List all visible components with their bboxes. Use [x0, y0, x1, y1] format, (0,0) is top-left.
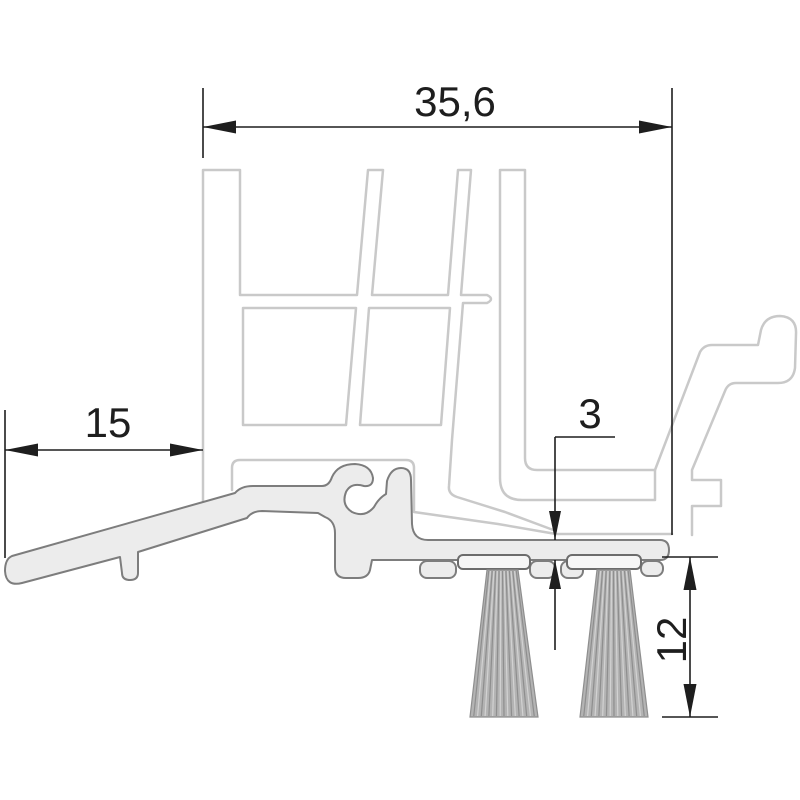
threshold-body: [4, 463, 670, 585]
brush-bristle: [503, 570, 509, 717]
dimension-label-width: 35,6: [414, 78, 496, 125]
brush-channel-2: [566, 554, 642, 570]
dimension-label-overhang: 15: [85, 399, 132, 446]
dimension-label-gap: 3: [578, 390, 601, 437]
brush-bristle: [512, 570, 528, 717]
brush-bristle: [507, 570, 516, 717]
channel-lip-2-right: [640, 560, 664, 577]
brush-bristle: [473, 570, 490, 717]
brush-bristle: [594, 570, 605, 717]
brush-bristle: [620, 570, 630, 717]
channel-lip-1-right: [529, 560, 556, 579]
brush-bristle: [484, 570, 495, 717]
brush-bristle: [505, 570, 513, 717]
brush-bristle: [510, 570, 524, 717]
brush-bristle: [602, 570, 609, 717]
dimension-overhang: 15: [4, 399, 203, 558]
frame-outer-wall: [201, 168, 558, 533]
brush-seal-2: [579, 569, 649, 718]
brush-bristle: [627, 570, 645, 717]
dimension-gap: 3: [549, 390, 615, 650]
frame-j-channel: [498, 168, 657, 502]
brush-bristle: [513, 570, 532, 717]
brush-bristle: [616, 570, 623, 717]
brush-bristle: [586, 570, 602, 717]
brush-bristle: [476, 570, 492, 717]
brush-bristle: [623, 570, 638, 717]
brush-bristle: [515, 570, 535, 717]
brush-bristle: [618, 570, 626, 717]
frame-chamber-left: [241, 306, 358, 427]
threshold-profile: [4, 463, 670, 585]
brush-bristle: [480, 570, 493, 717]
brush-seal-1: [469, 569, 539, 718]
brush-bristle: [508, 570, 520, 717]
frame-profile: [201, 168, 798, 537]
frame-chamber-middle: [358, 306, 452, 427]
channel-lip-1-left: [419, 560, 457, 579]
arrowhead-up: [683, 557, 697, 590]
brush-bristle: [612, 570, 615, 717]
brush-bristle: [625, 570, 642, 717]
arrowhead-down: [683, 684, 697, 717]
brush-bristle: [501, 570, 505, 717]
brush-bristle: [614, 570, 619, 717]
arrowhead-right: [639, 120, 672, 134]
brush-bristle: [583, 570, 600, 717]
arrowhead-left: [203, 120, 236, 134]
brush-bristle: [488, 570, 497, 717]
brush-channel-1: [457, 554, 531, 570]
arrowhead-up: [549, 560, 561, 589]
brush-bristle: [598, 570, 607, 717]
brush-bristle: [605, 570, 611, 717]
arrowhead-right: [170, 443, 203, 457]
brush-bristle: [492, 570, 498, 717]
brush-bristle: [499, 570, 502, 717]
brush-seal-2-bristles: [583, 570, 645, 717]
frame-lower-chamber: [230, 458, 558, 536]
dimension-brush-height: 12: [648, 556, 718, 718]
brush-bristle: [622, 570, 634, 717]
brush-bristle: [590, 570, 604, 717]
frame-weather-bar: [653, 314, 798, 537]
arrowhead-down: [549, 511, 561, 540]
dimension-width: 35,6: [202, 78, 673, 535]
dimension-label-brush-height: 12: [648, 617, 695, 664]
brush-seal-1-bristles: [473, 570, 535, 717]
brush-bristle: [609, 570, 613, 717]
arrowhead-left: [5, 443, 38, 457]
brush-bristle: [495, 570, 500, 717]
